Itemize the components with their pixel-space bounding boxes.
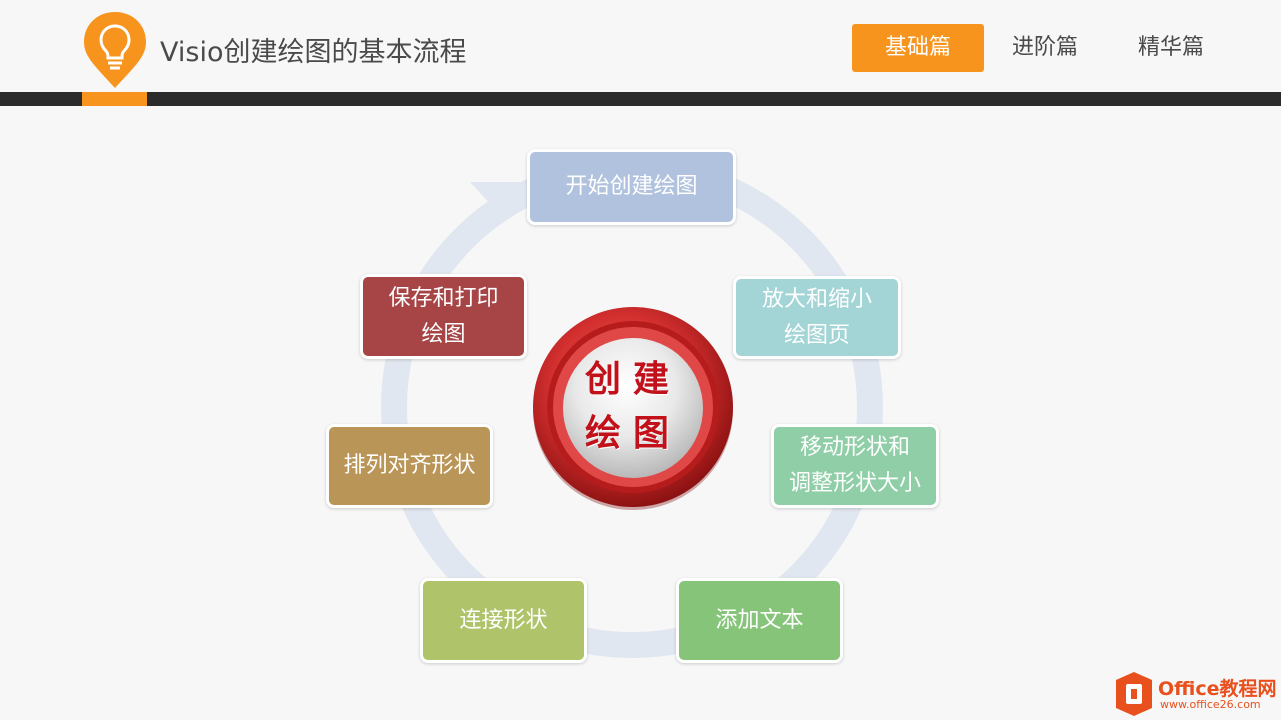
tab-basic[interactable]: 基础篇 [852, 24, 984, 72]
step-connect-shapes: 连接形状 [420, 578, 587, 663]
step-add-text: 添加文本 [676, 578, 843, 663]
step-align-shapes: 排列对齐形状 [326, 424, 493, 508]
cycle-arrowhead [470, 182, 520, 220]
center-label: 创建 绘图 [584, 358, 681, 454]
step-save-print: 保存和打印 绘图 [360, 274, 527, 359]
center-button-graphic [533, 307, 733, 510]
header-accent-bar [82, 92, 147, 106]
watermark-name: Office教程网 [1158, 678, 1277, 700]
tab-advanced[interactable]: 进阶篇 [1011, 35, 1078, 60]
watermark-url: www.office26.com [1160, 698, 1261, 711]
page-title: Visio创建绘图的基本流程 [160, 37, 467, 68]
lightbulb-icon [84, 12, 146, 88]
tab-essentials[interactable]: 精华篇 [1137, 35, 1204, 60]
header-divider-bar [0, 92, 1281, 106]
step-move-resize-shapes: 移动形状和 调整形状大小 [771, 424, 939, 508]
step-zoom-page: 放大和缩小 绘图页 [733, 276, 901, 359]
step-start-drawing: 开始创建绘图 [527, 149, 736, 225]
office-logo-icon [1116, 672, 1152, 716]
header: Visio创建绘图的基本流程 基础篇 进阶篇 精华篇 [0, 0, 1281, 92]
